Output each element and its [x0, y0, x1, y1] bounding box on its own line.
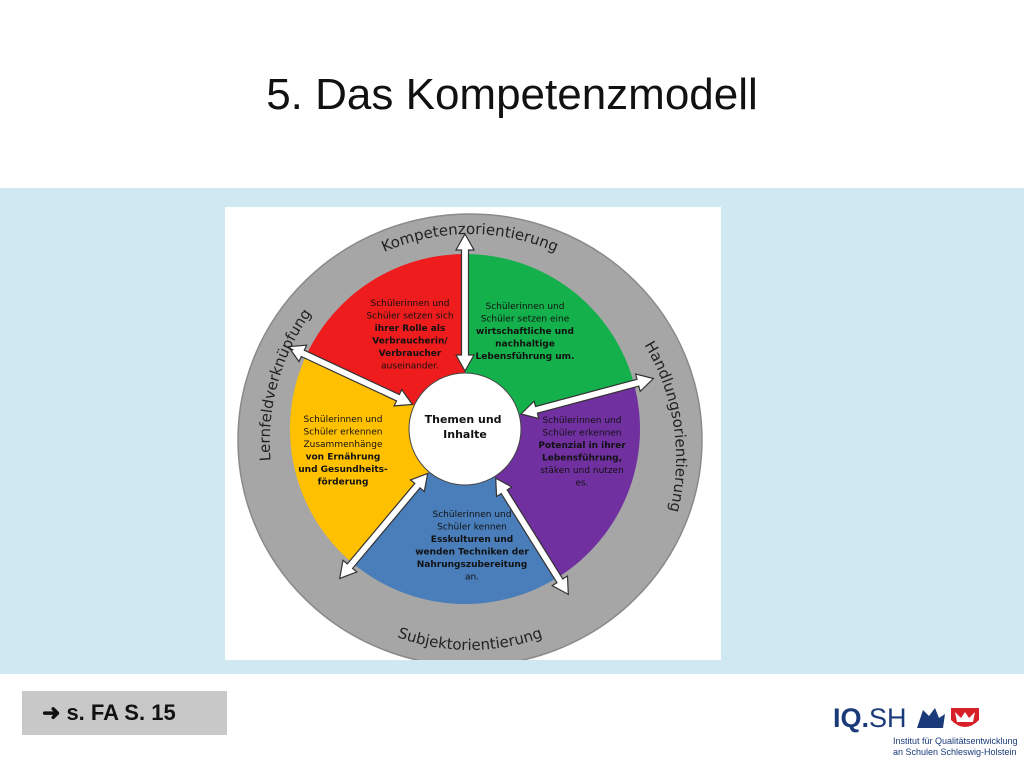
logo-tagline-line-2: an Schulen Schleswig-Holstein: [893, 747, 1017, 757]
reference-text: s. FA S. 15: [66, 700, 176, 725]
segment-text-purple-line-2: Schüler erkennen: [543, 429, 622, 439]
segment-text-red-line-3: ihrer Rolle als: [375, 324, 446, 334]
center-text-line-2: Inhalte: [443, 428, 487, 441]
segment-red: [306, 254, 465, 429]
segment-text-yellow-line-6: förderung: [318, 478, 369, 488]
segment-blue: [352, 429, 558, 604]
segment-text-yellow-line-3: Zusammenhänge: [303, 440, 382, 450]
logo-wordmark: IQ.SH: [833, 703, 907, 734]
double-arrow-1: [287, 344, 414, 407]
segment-text-purple-line-3: Potenzial in ihrer: [538, 441, 626, 451]
segment-text-yellow-line-4: von Ernährung: [306, 453, 381, 463]
double-arrow-5: [338, 472, 429, 580]
segment-green: [465, 254, 635, 429]
segment-text-yellow-line-2: Schüler erkennen: [304, 428, 383, 438]
segment-text-green-line-4: nachhaltige: [495, 340, 555, 350]
coat-of-arms-icon: [916, 708, 979, 728]
segment-text-yellow-line-1: Schülerinnen und: [304, 415, 383, 425]
segment-text-purple-line-1: Schülerinnen und: [543, 416, 622, 426]
center-text: Themen und Inhalte: [425, 413, 506, 441]
segment-text-red-line-2: Schüler setzen sich: [366, 312, 453, 322]
logo-tagline: Institut für Qualitätsentwicklung an Sch…: [893, 736, 1023, 758]
segment-text-blue-line-4: wenden Techniken der: [415, 548, 529, 558]
segment-text-red-line-4: Verbraucherin/: [372, 337, 448, 347]
right-arrow-icon: ➜: [42, 700, 61, 725]
center-circle: [408, 372, 522, 486]
segment-text-purple-line-5: stäken und nutzen: [540, 466, 624, 476]
double-arrow-4: [495, 477, 569, 596]
segment-text-blue-line-3: Esskulturen und: [431, 535, 513, 545]
segment-text-red-line-1: Schülerinnen und: [371, 299, 450, 309]
logo-tagline-line-1: Institut für Qualitätsentwicklung: [893, 736, 1018, 746]
logo-sh-text: SH: [869, 703, 907, 733]
segment-text-yellow-line-5: und Gesundheits-: [298, 465, 388, 475]
segment-text-purple-line-4: Lebensführung,: [542, 454, 622, 464]
segment-text-green-line-3: wirtschaftliche und: [476, 327, 574, 337]
logo-brand-row: IQ.SH: [833, 703, 1023, 734]
slide-title: 5. Das Kompetenzmodell: [266, 70, 758, 119]
segment-text-green-line-5: Lebensführung um.: [476, 352, 575, 362]
double-arrow-2: [454, 232, 476, 373]
segment-text-red-line-5: Verbraucher: [379, 349, 442, 359]
segment-text-blue-line-2: Schüler kennen: [437, 523, 507, 533]
segment-text-blue-line-6: an.: [465, 573, 479, 583]
segment-text-purple-line-6: es.: [575, 479, 588, 489]
segment-yellow: [290, 355, 465, 564]
logo-iq-text: IQ.: [833, 703, 870, 733]
iqsh-logo: IQ.SH Institut für Qualitätsentwicklung …: [833, 703, 1023, 765]
arrow-group: [287, 232, 655, 596]
segment-text-green-line-1: Schülerinnen und: [486, 302, 565, 312]
segment-text-blue-line-1: Schülerinnen und: [433, 510, 512, 520]
center-text-line-1: Themen und: [425, 413, 502, 426]
segment-text-green-line-2: Schüler setzen eine: [481, 315, 570, 325]
segment-text-blue-line-5: Nahrungszubereitung: [417, 560, 527, 570]
segment-text-red-line-6: auseinander.: [381, 362, 439, 372]
double-arrow-3: [519, 373, 655, 420]
reference-box: ➜ s. FA S. 15: [22, 691, 227, 735]
